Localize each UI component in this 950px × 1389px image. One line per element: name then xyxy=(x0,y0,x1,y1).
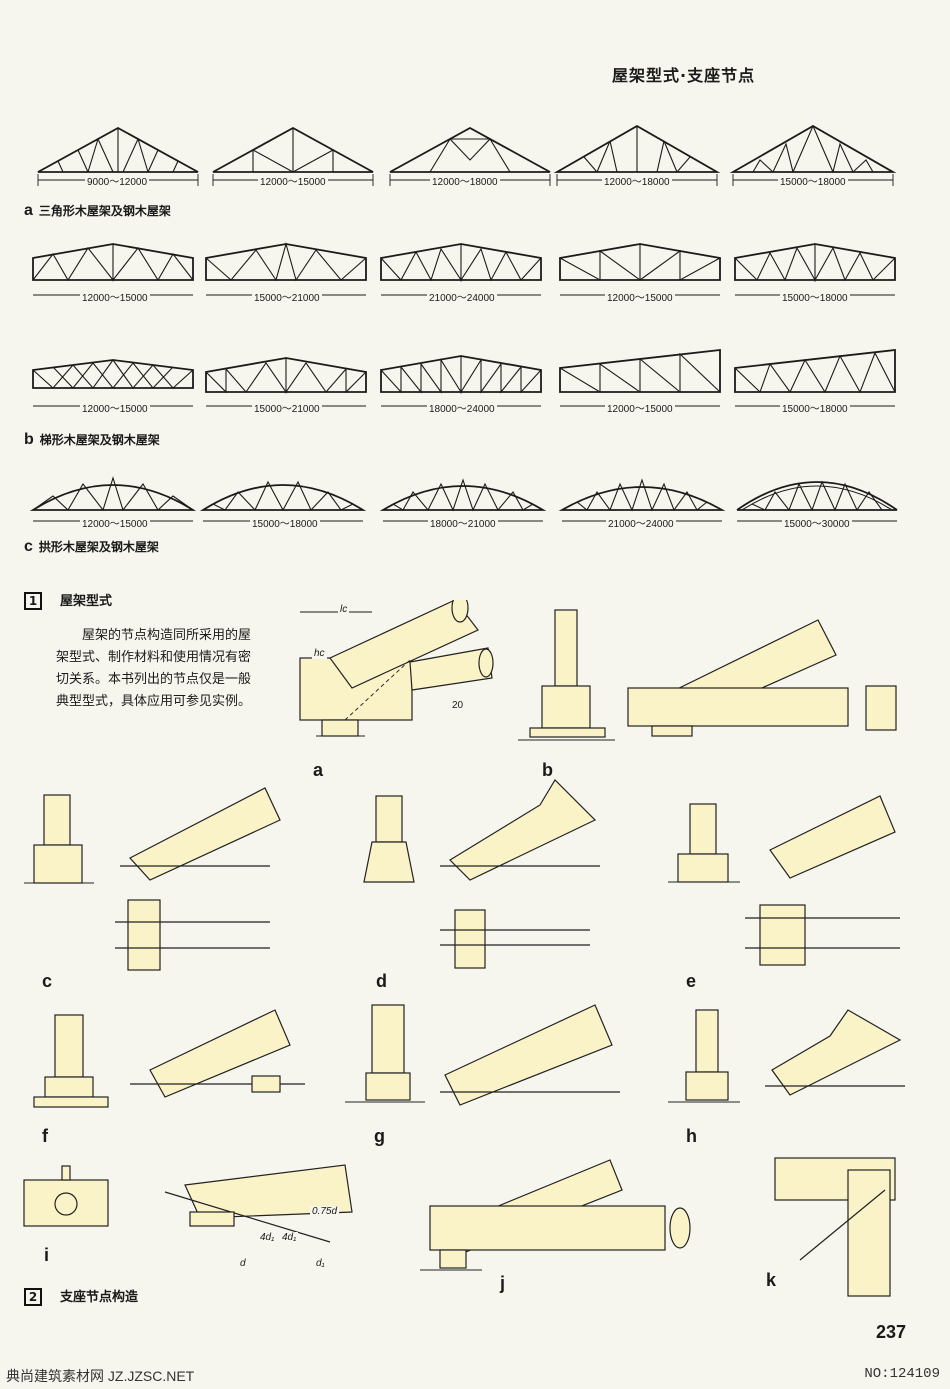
joint-h xyxy=(668,1009,905,1103)
figure-letter-j: j xyxy=(500,1273,506,1293)
joint-j xyxy=(420,1159,691,1271)
span-a5: 15000～18000 xyxy=(778,173,848,188)
part1-title: 屋架型式 xyxy=(60,594,113,609)
joint-k xyxy=(774,1157,896,1297)
truss-b1-4 xyxy=(559,243,721,282)
annot-d: d xyxy=(238,1258,248,1269)
section-b-letter: b xyxy=(24,431,34,448)
section-c-label: 拱形木屋架及钢木屋架 xyxy=(38,540,159,554)
joint-f xyxy=(33,1009,305,1108)
annot-4d1-a: 4d₁ xyxy=(258,1232,277,1243)
truss-b1-5 xyxy=(734,243,896,283)
joint-g xyxy=(345,1004,620,1106)
annot-lc: lc xyxy=(338,604,350,615)
truss-c3 xyxy=(379,478,547,512)
figure-letter-c: c xyxy=(42,971,53,991)
span-c2: 15000～18000 xyxy=(250,515,320,530)
section-b-caption: b 梯形木屋架及钢木屋架 xyxy=(24,431,160,449)
span-b1-3: 21000～24000 xyxy=(427,289,497,304)
truss-b2-5 xyxy=(734,348,896,394)
joint-e xyxy=(668,795,900,966)
span-c3: 18000～21000 xyxy=(428,515,498,530)
joint-d xyxy=(363,779,600,969)
page-header: 屋架型式·支座节点 xyxy=(612,66,756,85)
truss-b2-1 xyxy=(32,359,194,389)
truss-c2 xyxy=(199,480,367,512)
span-c1: 12000～15000 xyxy=(80,515,150,530)
truss-a1 xyxy=(37,126,199,173)
span-a3: 12000～18000 xyxy=(430,173,500,188)
figure-letter-b: b xyxy=(542,760,553,780)
figure-letter-h: h xyxy=(686,1126,697,1146)
truss-c5 xyxy=(736,480,898,512)
truss-b1-3 xyxy=(380,243,542,282)
figure-letter-k: k xyxy=(766,1270,777,1290)
part1-number: 1 xyxy=(24,591,42,610)
joint-b xyxy=(518,609,897,741)
span-a2: 12000～15000 xyxy=(258,173,328,188)
part2-number: 2 xyxy=(24,1287,42,1306)
section-a-letter: a xyxy=(24,202,33,219)
span-b1-1: 12000～15000 xyxy=(80,289,150,304)
joint-c xyxy=(24,787,281,971)
truss-a4 xyxy=(553,124,721,173)
annot-hc: hc xyxy=(312,648,327,659)
figure-letter-e: e xyxy=(686,971,697,991)
page-number: 237 xyxy=(875,1322,906,1342)
section-b-label: 梯形木屋架及钢木屋架 xyxy=(39,433,160,447)
span-a4: 12000～18000 xyxy=(602,173,672,188)
section-c-caption: c 拱形木屋架及钢木屋架 xyxy=(24,538,159,556)
arch-trusses-row xyxy=(29,476,898,522)
section-c-letter: c xyxy=(24,538,33,555)
span-b2-5: 15000～18000 xyxy=(780,400,850,415)
annot-20: 20 xyxy=(450,700,466,711)
joint-i xyxy=(23,1164,353,1243)
truss-b2-2 xyxy=(205,357,367,394)
figure-letter-d: d xyxy=(376,971,387,991)
truss-a3 xyxy=(389,126,551,173)
span-a1: 9000～12000 xyxy=(85,173,150,188)
annot-d1: d₁ xyxy=(314,1258,327,1269)
truss-b1-2 xyxy=(205,241,367,282)
figure-letter-g: g xyxy=(374,1126,385,1146)
triangular-trusses-row xyxy=(37,124,897,186)
trapezoidal-trusses xyxy=(32,241,896,407)
part1-heading: 1 屋架型式 xyxy=(24,590,112,610)
part2-title: 支座节点构造 xyxy=(60,1290,139,1305)
span-b2-2: 15000～21000 xyxy=(252,400,322,415)
figure-letter-a: a xyxy=(313,760,324,780)
span-c4: 21000～24000 xyxy=(606,515,676,530)
span-b2-3: 18000～24000 xyxy=(427,400,497,415)
footer-bar xyxy=(0,1362,950,1389)
support-joint-details xyxy=(23,600,905,1297)
span-b2-1: 12000～15000 xyxy=(80,400,150,415)
part1-paragraph: 屋架的节点构造同所采用的屋架型式、制作材料和使用情况有密切关系。本书列出的节点仅… xyxy=(56,628,252,709)
truss-c4 xyxy=(558,478,726,512)
span-b2-4: 12000～15000 xyxy=(605,400,675,415)
span-b1-4: 12000～15000 xyxy=(605,289,675,304)
section-a-caption: a 三角形木屋架及钢木屋架 xyxy=(24,202,171,220)
truss-b2-4 xyxy=(559,348,721,394)
annot-075d: 0.75d xyxy=(310,1206,340,1217)
figure-letter-i: i xyxy=(44,1245,50,1265)
span-b1-5: 15000～18000 xyxy=(780,289,850,304)
annot-4d1-b: 4d₁ xyxy=(280,1232,299,1243)
truss-a5 xyxy=(729,124,897,174)
footer-number: NO:124109 xyxy=(864,1366,940,1382)
span-c5: 15000～30000 xyxy=(782,515,852,530)
section-a-label: 三角形木屋架及钢木屋架 xyxy=(38,204,171,218)
truss-b2-3 xyxy=(380,355,542,394)
truss-b1-1 xyxy=(32,243,194,282)
figure-letter-f: f xyxy=(42,1126,48,1146)
part2-heading: 2 支座节点构造 xyxy=(24,1286,138,1306)
joint-a xyxy=(299,600,494,737)
span-b1-2: 15000～21000 xyxy=(252,289,322,304)
truss-c1 xyxy=(29,476,197,512)
footer-source: 典尚建筑素材网 JZ.JZSC.NET xyxy=(6,1368,195,1384)
truss-a2 xyxy=(212,126,374,173)
